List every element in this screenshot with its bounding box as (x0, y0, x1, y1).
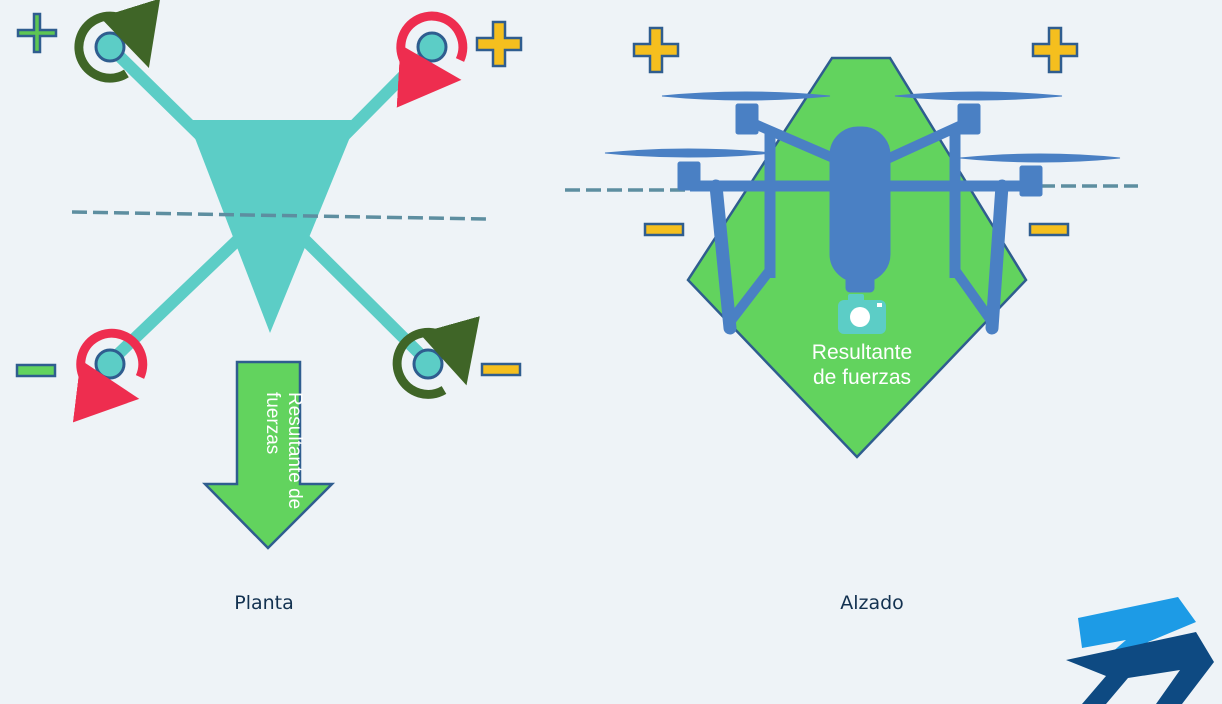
elevation-view-caption: Alzado (840, 592, 904, 614)
propeller-front-left (604, 148, 773, 158)
plus-sign-icon (632, 26, 680, 74)
rotor-front-left (74, 0, 161, 83)
rotation-arrow-icon (392, 316, 480, 399)
arm-back-right (882, 117, 971, 165)
plan-resultant-arrow (202, 360, 336, 550)
elevation-resultant-label-line1: Resultante (812, 341, 912, 364)
strut-left (726, 266, 774, 326)
drone-body (829, 126, 891, 283)
rotor-rear-right-hub (412, 348, 444, 380)
rotation-arrow-icon (74, 0, 161, 83)
leg-front-right (985, 179, 1009, 335)
drone-illustration (604, 91, 1121, 335)
gimbal-mount (845, 269, 875, 293)
rotation-arrow-icon (72, 328, 148, 423)
plus-sign-icon (475, 20, 523, 68)
rotor-front-right (396, 11, 468, 108)
plan-dashed-axis (71, 210, 487, 221)
rotor-rear-right (392, 316, 480, 399)
plan-view: Resultante de fuerzas (15, 0, 523, 550)
plus-sign-icon (16, 12, 58, 54)
propeller-back-right (894, 91, 1063, 101)
rotor-rear-left (72, 328, 148, 423)
minus-sign-icon (643, 222, 685, 237)
rotor-front-left-hub (94, 31, 126, 63)
elevation-resultant-label-line2: de fuerzas (813, 366, 911, 389)
camera-icon (838, 294, 886, 334)
plan-view-caption: Planta (234, 592, 294, 614)
elevation-view: Resultante de fuerzas (565, 26, 1138, 459)
propeller-back-left (661, 91, 831, 101)
rotation-arrow-icon (396, 11, 468, 108)
rotor-rear-left-hub (94, 348, 126, 380)
plan-drone-body (188, 120, 357, 333)
minus-sign-icon (480, 362, 522, 377)
brand-logo (1066, 597, 1214, 704)
minus-sign-icon (1028, 222, 1070, 237)
plan-resultant-label-line1: Resultante de (284, 392, 305, 509)
minus-sign-icon (15, 363, 57, 378)
plus-sign-icon (1031, 26, 1079, 74)
rotor-front-right-hub (416, 31, 448, 63)
propeller-front-right (959, 153, 1121, 163)
arm-back-left (748, 117, 840, 165)
logo-stripe-light (1078, 597, 1196, 672)
leg-front-left (709, 179, 737, 335)
plan-resultant-label-line2: fuerzas (262, 392, 283, 454)
logo-stripe-dark (1066, 632, 1214, 704)
strut-right (950, 267, 997, 325)
